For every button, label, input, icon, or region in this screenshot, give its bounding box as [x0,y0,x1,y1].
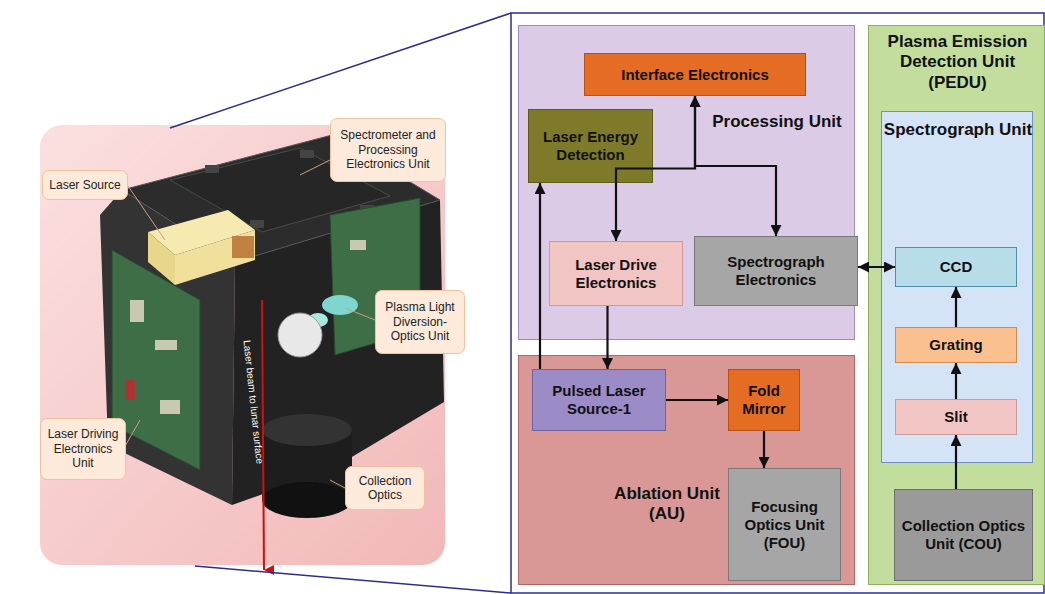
grating-box: Grating [895,327,1017,363]
collection-optics-box: Collection Optics Unit (COU) [894,489,1033,581]
callout-label: Laser Driving Electronics Unit [45,427,121,470]
box-label: Interface Electronics [621,66,769,84]
callout-box: Laser Driving Electronics Unit [40,418,126,480]
box-label: Laser Drive Electronics [554,256,678,292]
zoom-lines [170,13,1044,593]
box-label: Slit [944,408,967,426]
signal-arrow [539,183,541,369]
signal-arrow [616,96,695,241]
callout-label: Plasma Light Diversion-Optics Unit [380,300,460,343]
signal-arrow [955,435,957,489]
signal-arrow [955,287,957,327]
focusing-optics-box: Focusing Optics Unit (FOU) [728,468,841,581]
spectrograph-unit: Spectrograph UnitCCD GratingSlit [881,111,1033,463]
ablation-unit: Ablation Unit (AU)Pulsed Laser Source-1F… [518,355,855,585]
detection-unit: Plasma Emission Detection Unit (PEDU) Spe… [868,25,1045,585]
beam-label: Laser beam to lunar surface [239,327,267,477]
callout-label: Collection Optics [350,474,420,503]
spectrograph-electronics-box: Spectrograph Electronics [694,236,858,306]
detail-frame [511,13,1044,593]
laser-drive-box: Laser Drive Electronics [549,241,683,306]
signal-arrow [955,363,957,399]
collection-optics-barrel [262,414,352,518]
slit-box: Slit [895,399,1017,435]
callout-leaders [124,160,375,488]
signal-arrow [763,431,765,468]
box-label: Collection Optics Unit (COU) [899,517,1028,553]
box-label: CCD [940,258,973,276]
signal-arrow [858,266,895,268]
unit-title: Plasma Emission Detection Unit (PEDU) [869,32,1045,93]
box-label: Spectrograph Electronics [699,253,853,289]
unit-title: Processing Unit [702,112,852,132]
box-label: Grating [929,336,982,354]
energy-detection-box: Laser Energy Detection [528,109,653,183]
signal-arrow [695,96,776,236]
signal-arrow [606,306,608,369]
box-label: Pulsed Laser Source-1 [537,382,661,418]
callout-label: Spectrometer and Processing Electronics … [335,128,441,171]
signal-arrow [666,399,728,401]
box-label: Fold Mirror [733,382,795,418]
callout-box: Spectrometer and Processing Electronics … [330,118,446,182]
box-label: Laser Energy Detection [533,128,648,164]
callout-box: Laser Source [42,170,128,200]
plasma-light-diversion-optics [278,295,358,357]
ccd-box: CCD [895,247,1017,287]
unit-title: Spectrograph Unit [882,120,1034,140]
callout-label: Laser Source [49,178,120,192]
box-label: Focusing Optics Unit (FOU) [733,498,836,552]
callout-box: Plasma Light Diversion-Optics Unit [375,290,465,354]
interface-box: Interface Electronics [584,53,806,96]
unit-title: Ablation Unit (AU) [611,484,723,525]
processing-unit: Processing Unit Interface ElectronicsLase… [518,25,855,340]
fold-mirror-box: Fold Mirror [728,369,800,431]
laser-source-box: Pulsed Laser Source-1 [532,369,666,431]
callout-box: Collection Optics [345,466,425,510]
electronics-boards [112,198,420,470]
laser-source-block [148,210,255,285]
